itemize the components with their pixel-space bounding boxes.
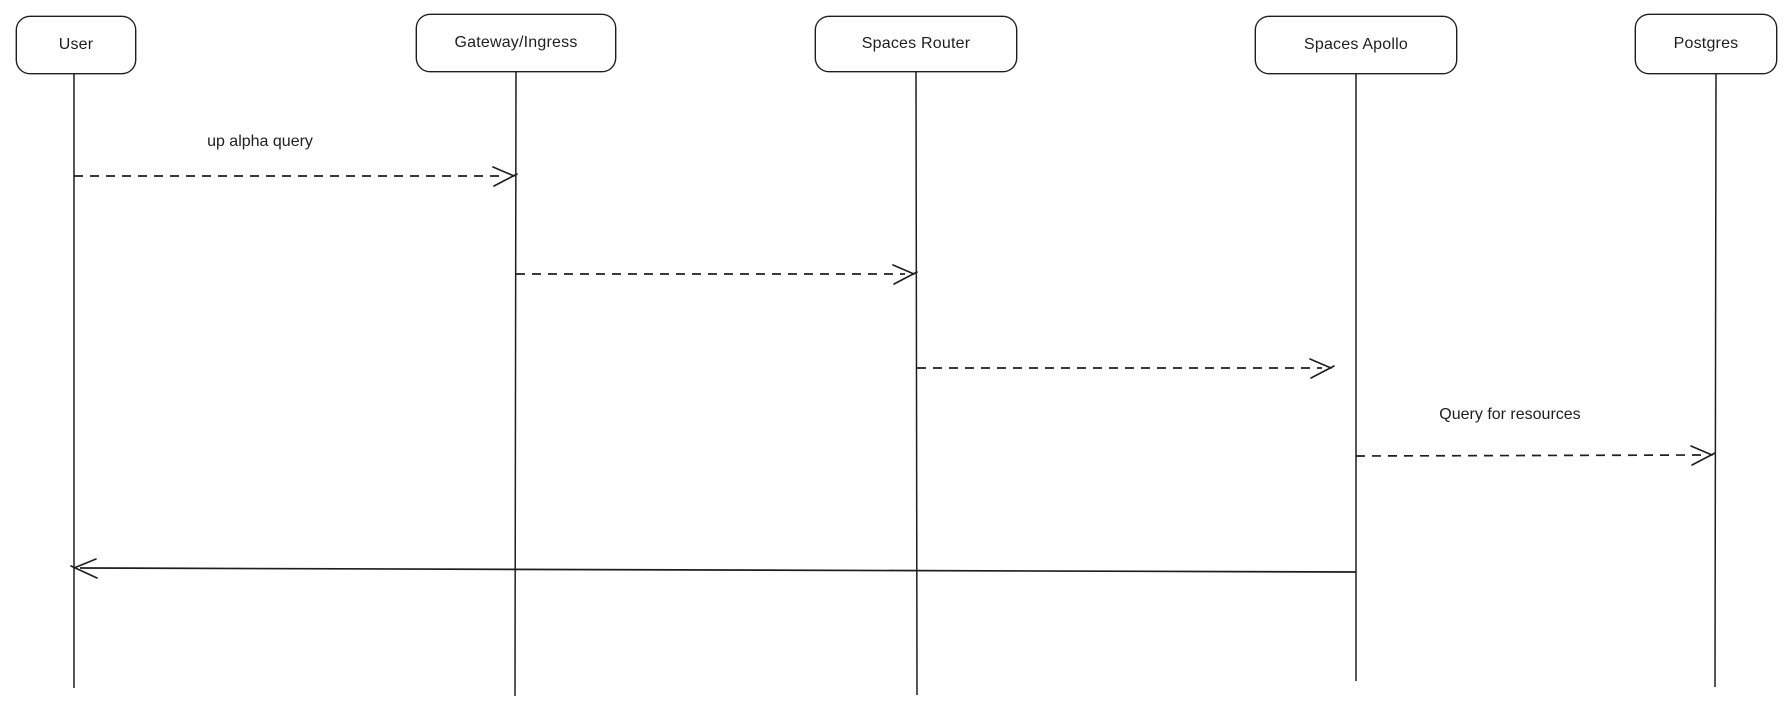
actor-spaces-router[interactable]: Spaces Router bbox=[815, 16, 1017, 72]
message-arrow-gateway-to-router[interactable] bbox=[516, 264, 918, 285]
message-arrowhead bbox=[70, 565, 98, 579]
actor-spaces-apollo-label: Spaces Apollo bbox=[1303, 36, 1408, 53]
message-arrow-router-to-apollo[interactable] bbox=[917, 358, 1335, 379]
message-arrowhead bbox=[1690, 445, 1713, 456]
actor-postgres-label: Postgres bbox=[1673, 35, 1739, 52]
message-arrowhead bbox=[1309, 358, 1332, 369]
message-arrowhead bbox=[73, 558, 97, 569]
actor-gateway-ingress-label: Gateway/Ingress bbox=[454, 34, 578, 51]
lifeline-postgres[interactable] bbox=[1714, 73, 1717, 688]
message-arrowhead bbox=[893, 271, 918, 285]
message-arrowhead bbox=[1310, 365, 1335, 379]
message-arrowhead bbox=[1691, 452, 1716, 466]
actor-postgres[interactable]: Postgres bbox=[1635, 14, 1777, 74]
actor-spaces-router-label: Spaces Router bbox=[861, 35, 971, 52]
lifeline-spaces-router[interactable] bbox=[915, 71, 918, 696]
message-arrowhead bbox=[892, 264, 915, 275]
message-arrowhead bbox=[493, 173, 518, 187]
actor-gateway-ingress[interactable]: Gateway/Ingress bbox=[416, 14, 616, 72]
actor-spaces-apollo[interactable]: Spaces Apollo bbox=[1255, 16, 1457, 74]
message-label-query-for-resources: Query for resources bbox=[1439, 406, 1581, 423]
lifeline-gateway[interactable] bbox=[514, 71, 517, 697]
message-label-up-alpha-query: up alpha query bbox=[207, 133, 313, 150]
actor-user[interactable]: User bbox=[16, 16, 136, 74]
actor-user-label: User bbox=[58, 36, 94, 53]
message-arrow-up-alpha-query[interactable] bbox=[74, 166, 518, 187]
message-arrowhead bbox=[492, 166, 515, 177]
message-arrow-apollo-to-user-return[interactable] bbox=[70, 558, 1357, 579]
message-arrow-query-for-resources[interactable] bbox=[1355, 445, 1716, 466]
